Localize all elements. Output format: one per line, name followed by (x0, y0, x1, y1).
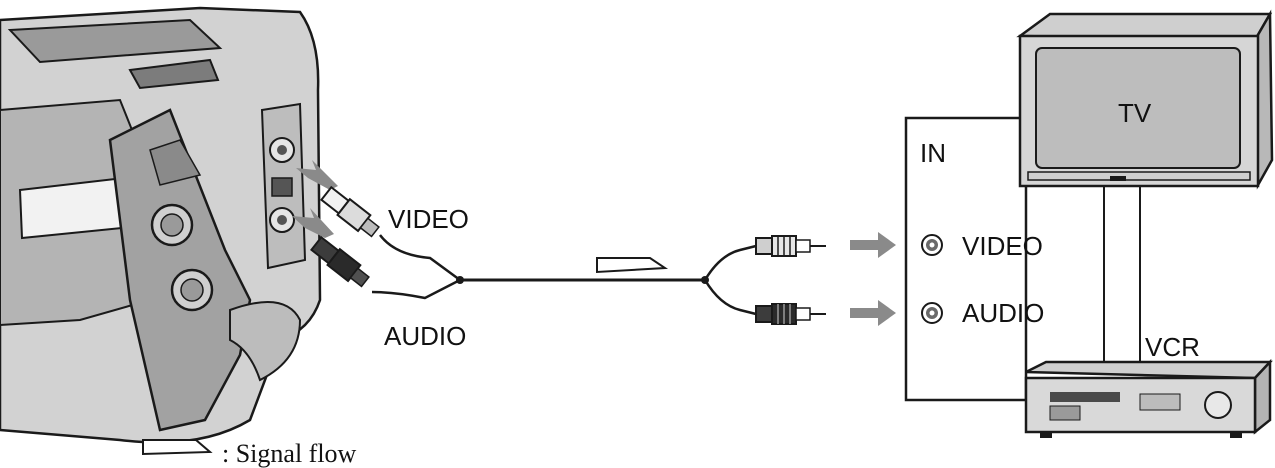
tv-audio-plug (755, 303, 826, 325)
camcorder-video-plug (320, 185, 380, 238)
camcorder-audio-plug (310, 235, 370, 288)
tv-audio-jack (921, 302, 943, 324)
vcr-label: VCR (1145, 332, 1200, 362)
tv-audio-jack-label: AUDIO (962, 298, 1044, 328)
tv-screen (1035, 47, 1241, 169)
signal-arrow-video-out (850, 232, 896, 258)
signal-arrow-audio-in (292, 208, 334, 238)
av-cable (371, 234, 757, 316)
signal-arrow-audio-out (850, 300, 896, 326)
camcorder-video-label: VIDEO (388, 204, 469, 234)
tv-video-jack (921, 234, 943, 256)
tv (1016, 9, 1274, 190)
signal-arrow-video-in (296, 160, 338, 190)
tv-video-plug (755, 235, 826, 257)
camcorder-top (7, 18, 223, 64)
camcorder-audio-label: AUDIO (384, 321, 466, 351)
vcr-dial (1204, 391, 1232, 419)
tv-label: TV (1118, 98, 1152, 128)
camcorder (0, 6, 322, 444)
legend-signal-flow-arrow (142, 439, 213, 456)
input-panel (904, 116, 1028, 402)
legend-signal-flow-label: : Signal flow (222, 439, 357, 468)
in-label: IN (920, 138, 946, 168)
signal-flow-arrow (596, 257, 669, 274)
tv-video-jack-label: VIDEO (962, 231, 1043, 261)
vcr (1024, 358, 1273, 438)
